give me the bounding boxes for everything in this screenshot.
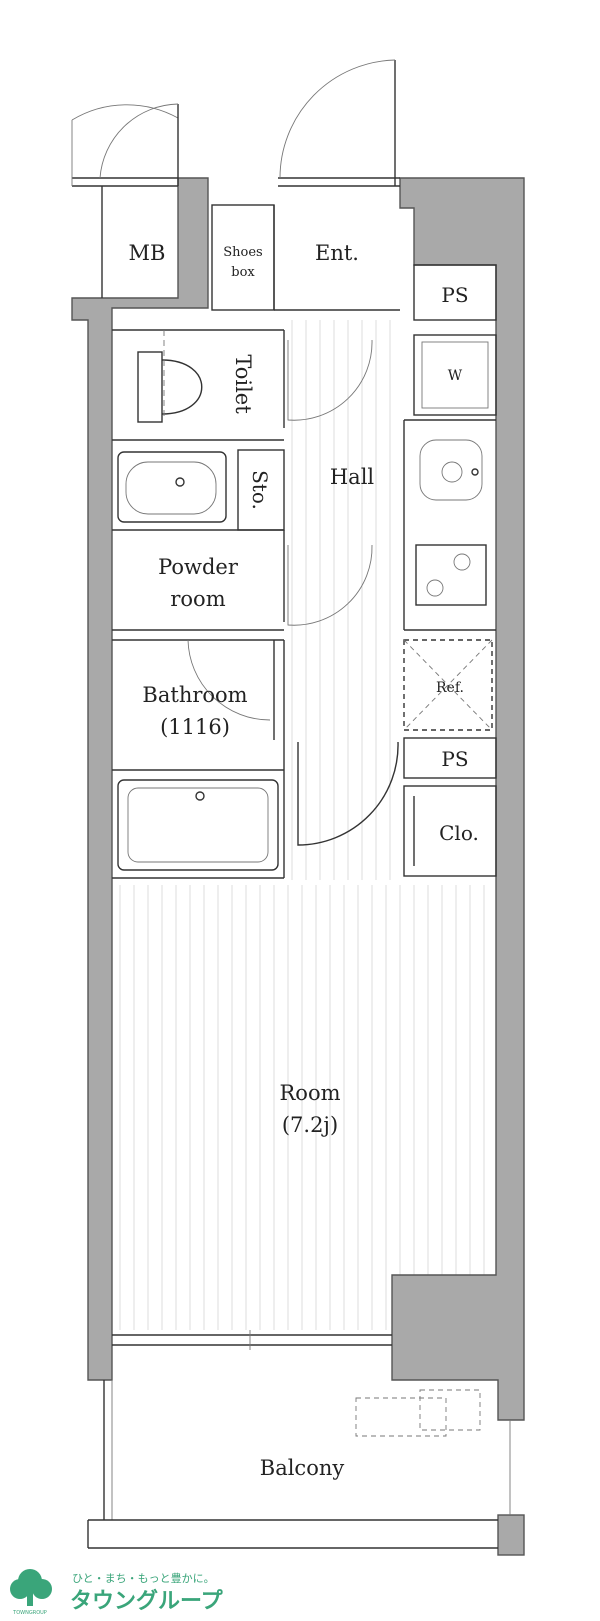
label-closet: Clo. — [439, 821, 479, 845]
exterior-doors — [71, 59, 400, 187]
room-labels: MB Shoes box Ent. PS Toilet W Hall Sto. … — [129, 241, 479, 1480]
tree-logo-icon — [10, 1569, 52, 1606]
label-bathroom-1: Bathroom — [142, 683, 247, 707]
label-balcony: Balcony — [260, 1456, 345, 1480]
label-toilet: Toilet — [231, 354, 255, 414]
wall-left — [71, 177, 209, 1381]
walls — [71, 177, 525, 1556]
label-washer: W — [448, 368, 463, 384]
wall-right — [391, 177, 525, 1421]
label-entrance: Ent. — [315, 241, 359, 265]
brand-name: タウングループ — [70, 1588, 224, 1614]
label-powder-2: room — [170, 587, 225, 611]
label-bathroom-2: (1116) — [160, 715, 230, 739]
label-shoes-box-2: box — [231, 265, 255, 280]
partitions — [101, 186, 497, 1350]
label-hall: Hall — [330, 465, 375, 489]
label-storage: Sto. — [248, 470, 272, 510]
logo-caption: TOWNGROUP — [12, 1610, 47, 1616]
label-mb: MB — [129, 241, 166, 265]
wall-post — [497, 1514, 525, 1556]
label-shoes-box-1: Shoes — [223, 245, 262, 260]
balcony-area — [87, 1380, 511, 1549]
floor-pattern — [119, 320, 485, 1330]
label-ps-mid: PS — [441, 747, 468, 771]
label-refrigerator: Ref. — [436, 680, 464, 696]
brand-logo: TOWNGROUP ひと・まち・もっと豊かに。 タウングループ — [10, 1569, 224, 1616]
label-room-2: (7.2j) — [282, 1113, 338, 1137]
label-powder-1: Powder — [158, 555, 239, 579]
label-ps-top: PS — [441, 283, 468, 307]
label-room-1: Room — [279, 1081, 340, 1105]
interior-doors — [187, 339, 399, 846]
brand-tagline: ひと・まち・もっと豊かに。 — [72, 1572, 215, 1585]
